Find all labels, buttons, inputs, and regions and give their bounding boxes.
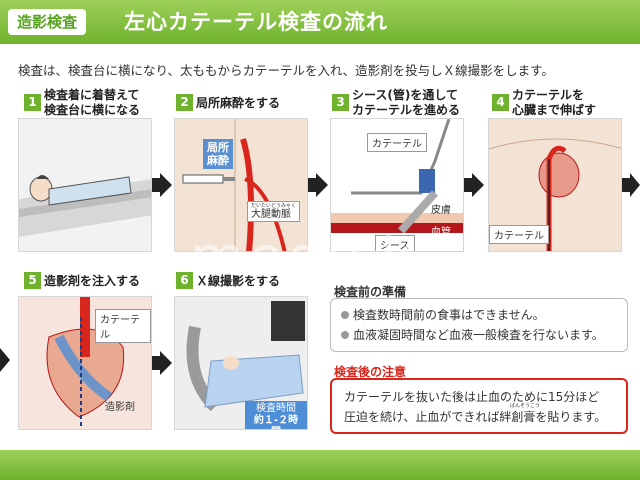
step-1-label: 検査着に着替えて 検査台に横になる — [44, 88, 140, 118]
category-badge: 造影検査 — [8, 9, 87, 35]
after-line1: カテーテルを抜いた後は止血のために15分ほど — [344, 390, 600, 404]
femoral-artery-text: 大腿動脈 — [251, 209, 291, 220]
step-5-line1: 造影剤を注入する — [44, 274, 141, 288]
catheter-callout-5: カテーテル — [95, 309, 151, 343]
arrow-5-stem — [152, 356, 160, 370]
bullet-icon — [341, 331, 349, 339]
step-4-number: 4 — [492, 94, 509, 111]
step-6-line1: Ｘ線撮影をする — [196, 274, 281, 288]
step-3-number: 3 — [332, 94, 349, 111]
prep-box: 検査数時間前の食事はできません。 血液凝固時間など血液一般検査を行ないます。 — [330, 298, 628, 352]
femoral-artery-label: だいたいどうみゃく 大腿動脈 — [247, 201, 301, 222]
after-title: 検査後の注意 — [334, 365, 407, 379]
step-1-illustration — [18, 118, 152, 252]
arrow-4 — [630, 173, 640, 197]
anesthesia-line2: 麻酔 — [207, 154, 229, 167]
arrow-3-stem — [464, 178, 472, 192]
step-5-label: 造影剤を注入する — [44, 274, 140, 289]
prep-item: 検査数時間前の食事はできません。 — [341, 305, 617, 325]
after-line2: 圧迫を続け、止血ができれば絆創膏を貼ります。 — [344, 410, 607, 424]
step-1-number: 1 — [24, 94, 41, 111]
femoral-artery-ruby: だいたいどうみゃく — [251, 203, 297, 209]
contrast-label: 造影剤 — [105, 402, 135, 413]
step-2-label: 局所麻酔をする — [196, 96, 280, 111]
arrow-4-stem — [622, 178, 630, 192]
step-3-line1: シース(管)を通して — [352, 88, 459, 102]
anesthesia-line1: 局所 — [207, 141, 229, 154]
step-4-line2: 心臓まで伸ばす — [512, 103, 597, 117]
arrow-2-stem — [308, 178, 316, 192]
prep-item: 血液凝固時間など血液一般検査を行ないます。 — [341, 325, 617, 345]
header-bar: 造影検査 左心カテーテル検査の流れ — [0, 0, 640, 44]
step-3-label: シース(管)を通して カテーテルを進める — [352, 88, 460, 118]
catheter-callout-3: カテーテル — [367, 133, 427, 152]
step-3-illustration: カテーテル 皮膚 血管 シース — [330, 118, 464, 252]
prep-item-text: 血液凝固時間など血液一般検査を行ないます。 — [353, 328, 604, 342]
step-6-label: Ｘ線撮影をする — [196, 274, 280, 289]
page-title: 左心カテーテル検査の流れ — [124, 10, 388, 34]
watermark: medick — [190, 225, 418, 290]
arrow-5 — [160, 351, 172, 375]
prep-title: 検査前の準備 — [334, 285, 407, 299]
step-2-number: 2 — [176, 94, 193, 111]
step-5-illustration: カテーテル 造影剤 — [18, 296, 152, 430]
step-1-line2: 検査台に横になる — [44, 103, 141, 117]
step-4-illustration: カテーテル — [488, 118, 622, 252]
step-6-number: 6 — [176, 272, 193, 289]
prep-list: 検査数時間前の食事はできません。 血液凝固時間など血液一般検査を行ないます。 — [341, 305, 617, 345]
after-box: カテーテルを抜いた後は止血のために15分ほど 圧迫を続け、止血ができれば絆創膏を… — [330, 378, 628, 434]
vessel-label: 血管 — [431, 227, 451, 238]
arrow-1 — [160, 173, 172, 197]
intro-text: 検査は、検査台に横になり、太ももからカテーテルを入れ、造影剤を投与しＸ線撮影をし… — [18, 63, 554, 78]
sheath-callout: シース — [375, 235, 415, 251]
exam-time-box: 検査時間 約１-２時間 — [245, 401, 307, 429]
footer-bar — [0, 450, 640, 480]
step-2-line1: 局所麻酔をする — [196, 96, 281, 110]
step-4-line1: カテーテルを — [512, 88, 585, 102]
arrow-5-in — [0, 348, 10, 372]
bullet-icon — [341, 311, 349, 319]
step-1-line1: 検査着に着替えて — [44, 88, 140, 102]
exam-time-label: 検査時間 — [256, 403, 296, 414]
step-6-illustration: 検査時間 約１-２時間 — [174, 296, 308, 430]
skin-label: 皮膚 — [431, 205, 451, 216]
step-2-illustration: 局所 麻酔 だいたいどうみゃく 大腿動脈 — [174, 118, 308, 252]
arrow-2 — [316, 173, 328, 197]
prep-item-text: 検査数時間前の食事はできません。 — [353, 308, 545, 322]
after-ruby: ばんそうこう — [510, 403, 541, 409]
step-4-label: カテーテルを 心臓まで伸ばす — [512, 88, 596, 118]
step-5-number: 5 — [24, 272, 41, 289]
anesthesia-callout: 局所 麻酔 — [203, 139, 233, 169]
arrow-1-stem — [152, 178, 160, 192]
arrow-3 — [472, 173, 484, 197]
catheter-callout-4: カテーテル — [489, 225, 549, 244]
step-3-line2: カテーテルを進める — [352, 103, 461, 117]
exam-time-value: 約１-２時間 — [253, 415, 299, 429]
